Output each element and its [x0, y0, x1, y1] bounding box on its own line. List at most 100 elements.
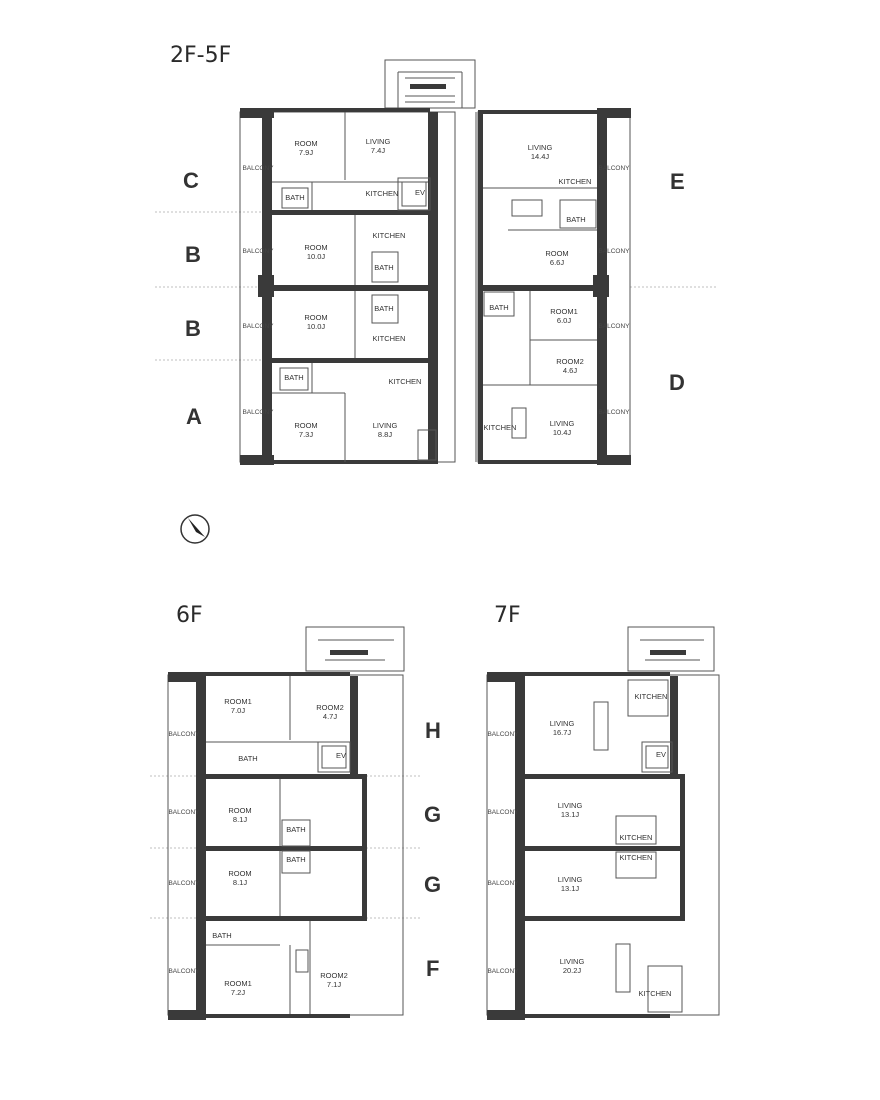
room-label: KITCHEN — [635, 692, 668, 701]
room-label: BATH — [284, 373, 303, 382]
room-label: ROOM1 — [224, 979, 252, 988]
room-label: BALCONY — [487, 968, 519, 975]
room-label: BALCONY — [242, 165, 274, 172]
room-label: 7.3J — [299, 430, 313, 439]
room-label: BALCONY — [487, 809, 519, 816]
room-label: ROOM2 — [316, 703, 344, 712]
unit-label-b-2: B — [185, 316, 201, 341]
room-label: BALCONY — [487, 880, 519, 887]
room-label: BATH — [285, 193, 304, 202]
unit-label-d: D — [669, 370, 685, 395]
room-label: KITCHEN — [484, 423, 517, 432]
labels-2f-5f: ROOM 7.9J LIVING 7.4J KITCHEN EV BATH KI… — [242, 137, 630, 439]
room-label: EV — [336, 751, 346, 760]
room-label: LIVING — [558, 801, 583, 810]
room-label: 7.2J — [231, 988, 245, 997]
room-label: ROOM — [304, 243, 327, 252]
room-label: 10.4J — [553, 428, 572, 437]
unit-label-a: A — [186, 404, 202, 429]
room-label: ROOM — [228, 806, 251, 815]
room-label: LIVING — [550, 719, 575, 728]
room-label: ROOM — [304, 313, 327, 322]
room-label: 4.7J — [323, 712, 337, 721]
room-label: 6.0J — [557, 316, 571, 325]
room-label: KITCHEN — [559, 177, 592, 186]
room-label: BALCONY — [242, 409, 274, 416]
room-label: LIVING — [550, 419, 575, 428]
unit-label-g-2: G — [424, 872, 441, 897]
room-label: 6.6J — [550, 258, 564, 267]
room-label: ROOM — [228, 869, 251, 878]
room-label: ROOM — [545, 249, 568, 258]
room-label: 20.2J — [563, 966, 582, 975]
plan-7f — [486, 626, 720, 1020]
room-label: ROOM — [294, 139, 317, 148]
room-label: KITCHEN — [620, 833, 653, 842]
room-label: 14.4J — [531, 152, 550, 161]
room-label: 8.1J — [233, 878, 247, 887]
room-label: LIVING — [560, 957, 585, 966]
room-label: BALCONY — [242, 323, 274, 330]
room-label: BALCONY — [168, 880, 200, 887]
room-label: BALCONY — [242, 248, 274, 255]
room-label: 7.0J — [231, 706, 245, 715]
plan-6f — [150, 626, 420, 1020]
room-label: KITCHEN — [620, 853, 653, 862]
room-label: 13.1J — [561, 884, 580, 893]
room-label: BATH — [212, 931, 231, 940]
room-label: 4.6J — [563, 366, 577, 375]
room-label: LIVING — [373, 421, 398, 430]
room-label: 16.7J — [553, 728, 572, 737]
room-label: BALCONY — [598, 323, 630, 330]
room-label: BATH — [374, 304, 393, 313]
room-label: 10.0J — [307, 252, 326, 261]
room-label: BALCONY — [168, 809, 200, 816]
room-label: BALCONY — [168, 968, 200, 975]
room-label: EV — [656, 750, 666, 759]
room-label: ROOM2 — [556, 357, 584, 366]
room-label: EV — [415, 188, 425, 197]
unit-label-f: F — [426, 956, 439, 981]
room-label: 7.4J — [371, 146, 385, 155]
room-label: 13.1J — [561, 810, 580, 819]
room-label: BALCONY — [168, 731, 200, 738]
room-label: KITCHEN — [389, 377, 422, 386]
room-label: ROOM — [294, 421, 317, 430]
labels-7f: KITCHEN LIVING 16.7J EV LIVING 13.1J KIT… — [487, 692, 671, 998]
room-label: KITCHEN — [373, 231, 406, 240]
room-label: BATH — [374, 263, 393, 272]
unit-label-b: B — [185, 242, 201, 267]
room-label: BALCONY — [598, 409, 630, 416]
room-label: BALCONY — [598, 248, 630, 255]
room-label: LIVING — [366, 137, 391, 146]
room-label: BATH — [489, 303, 508, 312]
plan-2f-5f — [155, 59, 718, 465]
room-label: ROOM1 — [550, 307, 578, 316]
room-label: BATH — [286, 825, 305, 834]
room-label: 7.1J — [327, 980, 341, 989]
room-label: ROOM2 — [320, 971, 348, 980]
room-label: 8.1J — [233, 815, 247, 824]
room-label: LIVING — [558, 875, 583, 884]
room-label: KITCHEN — [373, 334, 406, 343]
floor-label-6f: 6F — [176, 603, 203, 628]
compass-icon — [180, 514, 210, 544]
unit-label-e: E — [670, 169, 685, 194]
unit-label-h: H — [425, 718, 441, 743]
room-label: LIVING — [528, 143, 553, 152]
room-label: BATH — [566, 215, 585, 224]
room-label: ROOM1 — [224, 697, 252, 706]
room-label: KITCHEN — [366, 189, 399, 198]
floor-label-2f-5f: 2F-5F — [170, 43, 231, 68]
unit-label-g: G — [424, 802, 441, 827]
floor-label-7f: 7F — [494, 603, 521, 628]
room-label: 8.8J — [378, 430, 392, 439]
room-label: BATH — [238, 754, 257, 763]
unit-label-c: C — [183, 168, 199, 193]
room-label: BATH — [286, 855, 305, 864]
room-label: KITCHEN — [639, 989, 672, 998]
labels-6f: ROOM1 7.0J ROOM2 4.7J BATH EV ROOM 8.1J … — [168, 697, 347, 997]
room-label: BALCONY — [487, 731, 519, 738]
room-label: 10.0J — [307, 322, 326, 331]
